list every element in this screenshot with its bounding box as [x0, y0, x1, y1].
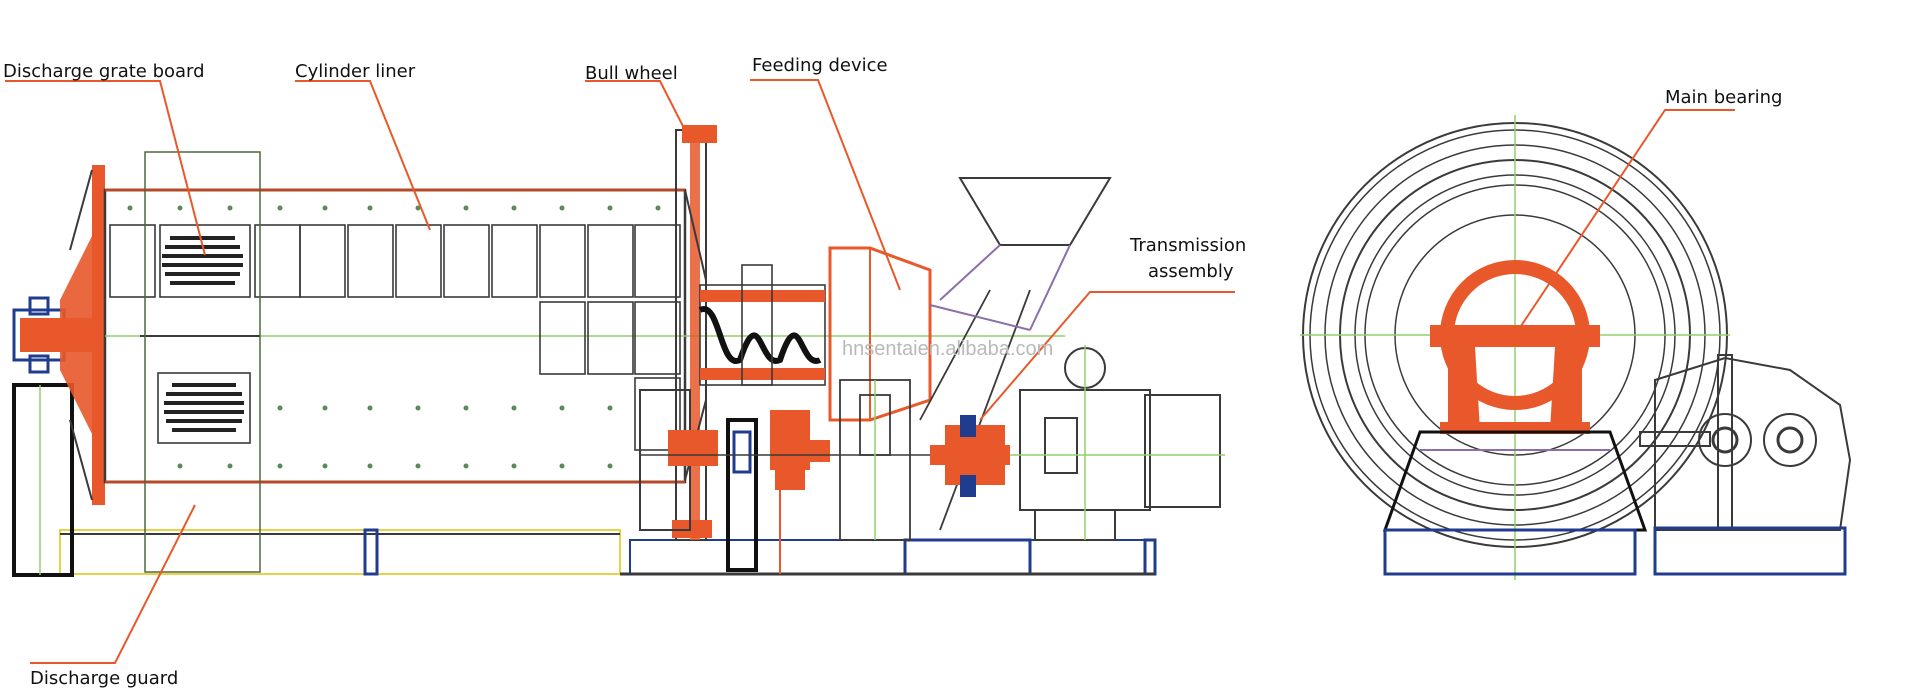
discharge-guard-frame	[144, 151, 261, 573]
leader-cylinder-liner	[295, 80, 431, 231]
watermark: hnsentaien.alibaba.com	[842, 338, 1053, 360]
label-transmission-line2: assembly	[1148, 261, 1234, 282]
leader-discharge-guard	[30, 504, 196, 664]
liner-plates	[109, 224, 681, 451]
label-bull-wheel: Bull wheel	[585, 63, 678, 84]
leader-discharge-grate-board	[5, 80, 206, 256]
main-bearing-part	[1430, 260, 1600, 434]
bull-wheel-part	[672, 125, 717, 541]
label-discharge-guard: Discharge guard	[30, 668, 178, 689]
grate-vents	[157, 236, 251, 444]
leader-feeding-device	[750, 79, 901, 291]
base-frame	[59, 528, 1157, 576]
label-feeding-device: Feeding device	[752, 55, 888, 76]
leader-lines	[5, 79, 1735, 664]
label-discharge-grate-board: Discharge grate board	[3, 61, 205, 82]
transmission-coupling	[930, 415, 1010, 497]
bolt-dots	[127, 205, 661, 469]
side-view	[12, 125, 1225, 577]
discharge-support	[12, 296, 74, 577]
feed-screw	[698, 264, 826, 386]
labels: Discharge grate board Cylinder liner Bul…	[3, 55, 1782, 689]
motor	[1010, 345, 1225, 541]
end-cover-left	[56, 165, 105, 505]
pinion-gear	[639, 389, 1000, 574]
label-cylinder-liner: Cylinder liner	[295, 61, 416, 82]
end-view-base	[1382, 430, 1648, 576]
reducer	[839, 289, 1031, 541]
leader-main-bearing	[1514, 109, 1735, 336]
leader-transmission-assembly	[979, 291, 1235, 421]
end-view	[1300, 115, 1852, 580]
label-transmission-line1: Transmission	[1129, 235, 1246, 256]
leader-bull-wheel	[585, 80, 691, 141]
hopper	[929, 177, 1112, 331]
gearbox-end-view	[1639, 354, 1852, 576]
label-main-bearing: Main bearing	[1665, 87, 1782, 108]
